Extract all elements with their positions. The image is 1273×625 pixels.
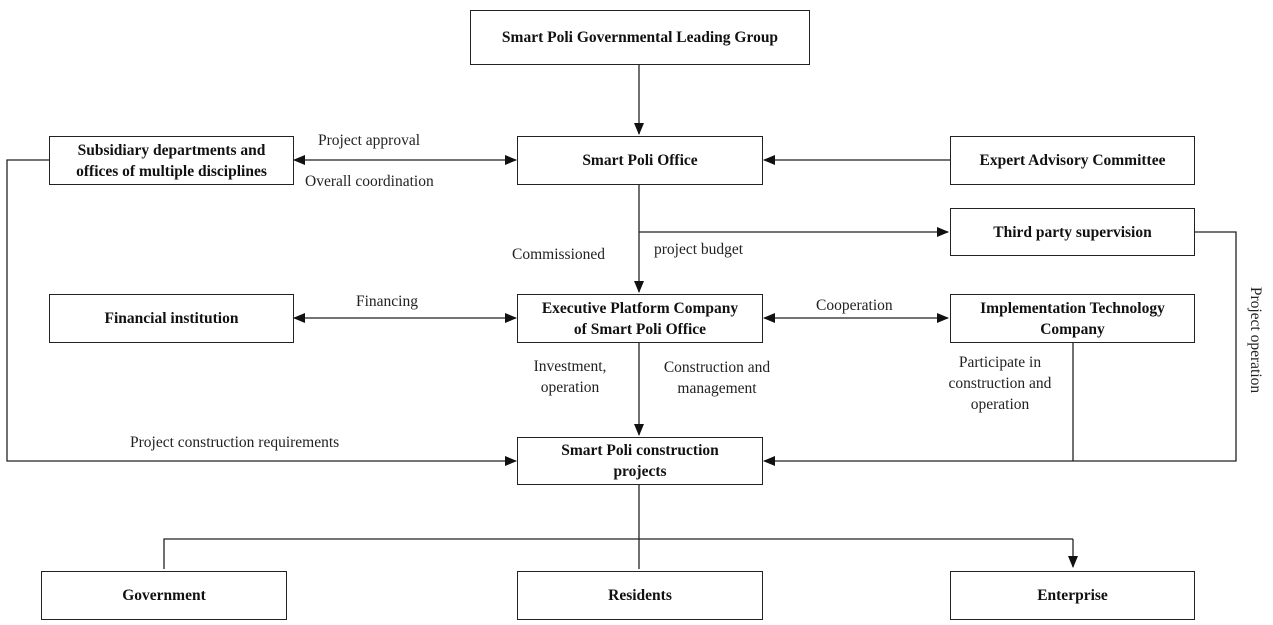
node-projects-label: Smart Poli construction projects: [561, 442, 719, 480]
node-platform-label: Executive Platform Company of Smart Poli…: [541, 299, 739, 338]
node-financial-label: Financial institution: [104, 310, 239, 327]
label-financing: Financing: [356, 293, 418, 310]
arrow-subsidiary-to-projects: [6, 159, 517, 466]
label-investment-operation: Investment, operation: [533, 358, 607, 396]
node-government: Government: [41, 571, 287, 620]
label-project-approval: Project approval: [318, 132, 421, 149]
node-third-party-label: Third party supervision: [993, 223, 1152, 241]
label-commissioned: Commissioned: [512, 246, 606, 263]
label-participate: Participate in construction and operatio…: [948, 354, 1052, 413]
label-overall-coordination: Overall coordination: [305, 173, 434, 190]
node-government-label: Government: [122, 587, 206, 604]
label-cooperation: Cooperation: [816, 297, 893, 314]
node-enterprise: Enterprise: [950, 571, 1195, 620]
node-enterprise-label: Enterprise: [1037, 587, 1108, 604]
label-construction-requirements: Project construction requirements: [130, 434, 340, 451]
arrow-third-party-to-projects: [763, 231, 1237, 466]
node-expert: Expert Advisory Committee: [950, 136, 1195, 185]
node-residents-label: Residents: [608, 587, 672, 604]
node-platform: Executive Platform Company of Smart Poli…: [517, 294, 763, 343]
node-leading-group-label: Smart Poli Governmental Leading Group: [501, 29, 779, 46]
node-leading-group: Smart Poli Governmental Leading Group: [470, 10, 810, 65]
node-residents: Residents: [517, 571, 763, 620]
node-implementation: Implementation Technology Company: [950, 294, 1195, 343]
label-project-budget: project budget: [654, 241, 744, 258]
node-subsidiary-label: Subsidiary departments and offices of mu…: [76, 141, 267, 180]
line-bottom-bus: [163, 538, 1073, 569]
node-office-label: Smart Poli Office: [582, 152, 698, 169]
node-implementation-label: Implementation Technology Company: [980, 299, 1165, 338]
label-construction-management: Construction and management: [663, 359, 771, 397]
node-projects: Smart Poli construction projects: [517, 437, 763, 485]
label-project-operation: Project operation: [1247, 286, 1264, 394]
node-third-party: Third party supervision: [950, 208, 1195, 256]
node-office: Smart Poli Office: [517, 136, 763, 185]
node-subsidiary: Subsidiary departments and offices of mu…: [49, 136, 294, 185]
node-expert-label: Expert Advisory Committee: [979, 152, 1166, 169]
node-financial: Financial institution: [49, 294, 294, 343]
